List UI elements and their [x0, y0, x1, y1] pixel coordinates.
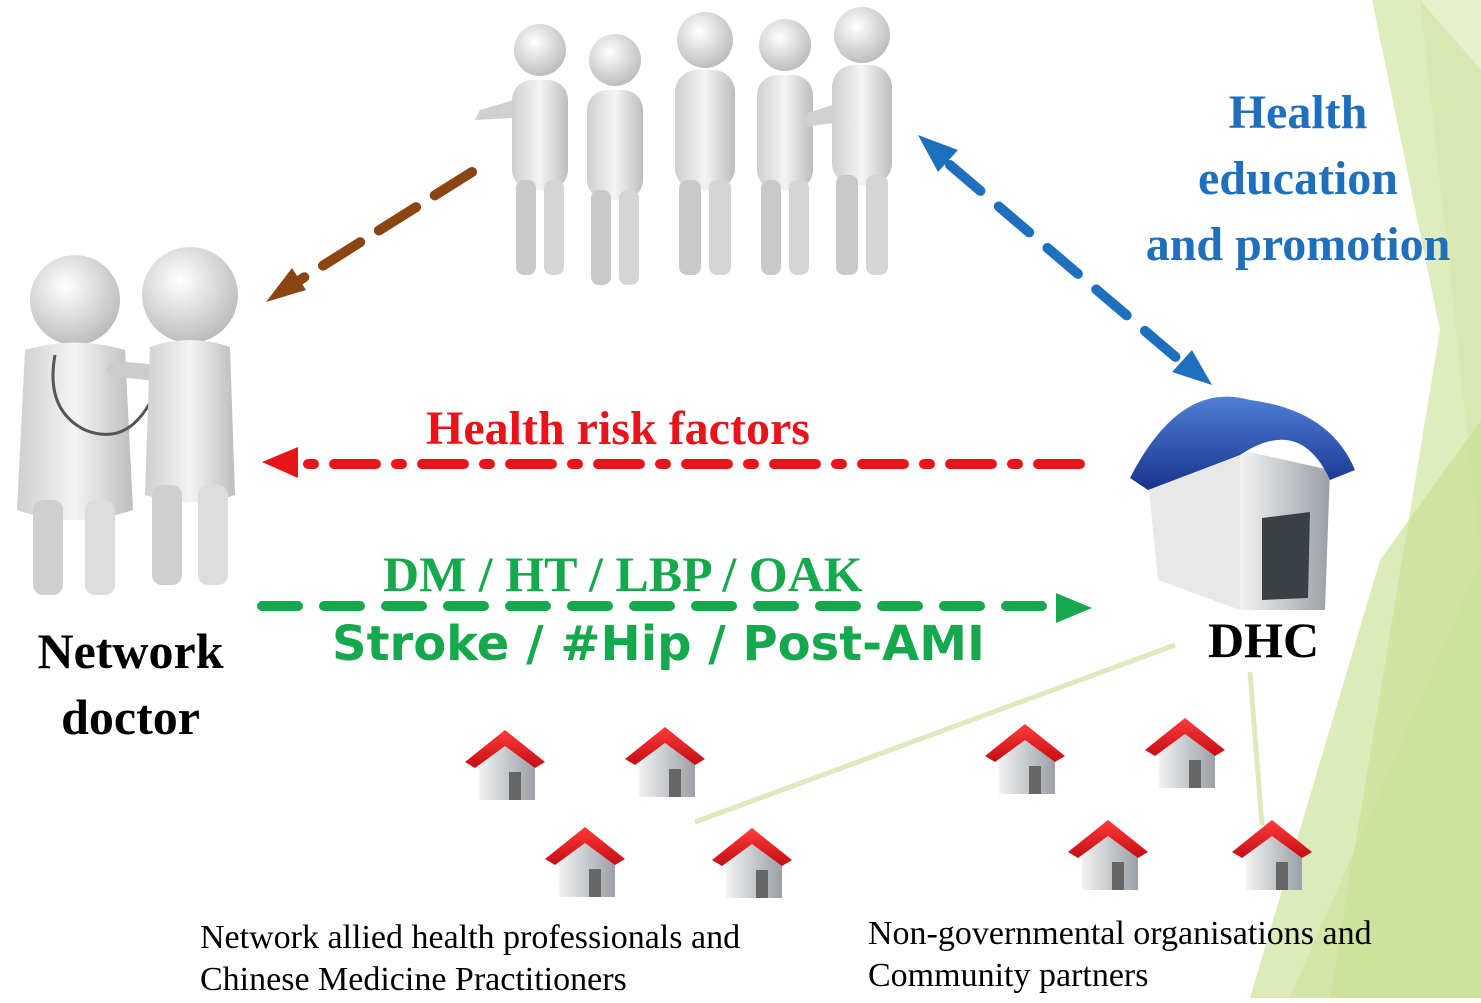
- ngo-line-1: Non-governmental organisations and: [868, 915, 1372, 952]
- small-house-icon: [1068, 820, 1148, 890]
- small-house-icon: [465, 730, 545, 800]
- arrow-health-risk-factors: [262, 447, 1085, 478]
- health-education-line-1: Health: [1228, 86, 1368, 139]
- group-of-people-icon: [475, 7, 892, 285]
- allied-health-line-1: Network allied health professionals and: [200, 919, 741, 956]
- network-doctor-line-1: Network: [37, 623, 224, 679]
- arrow-referral-conditions: [257, 593, 1092, 623]
- risk-factors-label: Health risk factors: [426, 402, 810, 455]
- health-education-label: Health education and promotion: [1115, 80, 1481, 278]
- doctor-with-patient-icon: [17, 247, 238, 595]
- small-house-icon: [712, 828, 792, 898]
- ngo-line-2: Community partners: [868, 957, 1149, 994]
- small-house-icon: [545, 827, 625, 897]
- dhc-connector-lines: [694, 642, 1265, 826]
- small-house-icon: [1145, 718, 1225, 788]
- network-doctor-label: Network doctor: [18, 618, 243, 750]
- small-house-icon: [625, 727, 705, 797]
- small-house-icon: [985, 724, 1065, 794]
- health-education-line-3: and promotion: [1145, 218, 1451, 271]
- allied-health-line-2: Chinese Medicine Practitioners: [200, 961, 627, 998]
- dhc-house-icon: [1130, 396, 1355, 610]
- conditions-line-1: DM / HT / LBP / OAK: [383, 546, 863, 602]
- health-education-line-2: education: [1197, 152, 1398, 205]
- arrow-health-education: [918, 135, 1212, 385]
- network-doctor-line-2: doctor: [61, 689, 200, 745]
- arrow-community-to-doctor: [266, 167, 477, 302]
- small-house-icon: [1232, 820, 1312, 890]
- conditions-line-2: Stroke / #Hip / Post-AMI: [332, 616, 985, 672]
- dhc-label: DHC: [1208, 612, 1320, 668]
